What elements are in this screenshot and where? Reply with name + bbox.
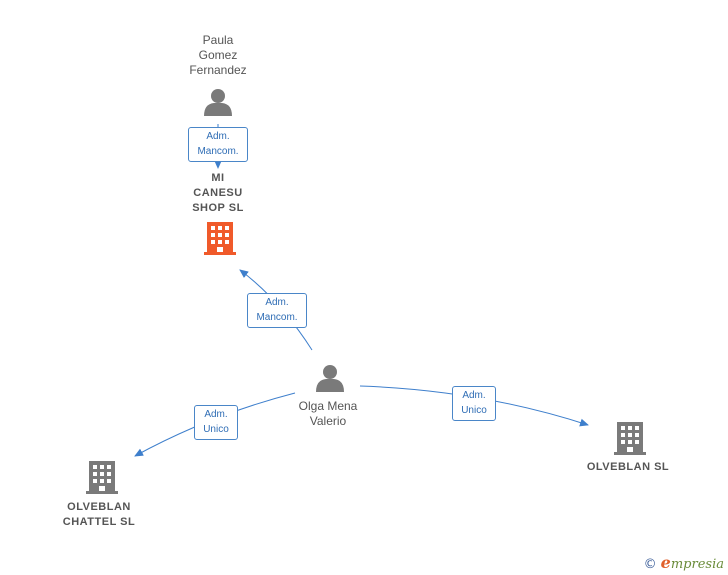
edge-label-paula-micanesu[interactable]: Adm. Mancom. xyxy=(188,127,248,162)
node-label-micanesu[interactable]: MI CANESU SHOP SL xyxy=(192,172,244,214)
node-label-olveblan[interactable]: OLVEBLAN SL xyxy=(586,461,670,473)
empresia-logo: ©empresia xyxy=(643,553,724,572)
building-icon[interactable] xyxy=(614,422,646,455)
node-label-chattel[interactable]: OLVEBLAN CHATTEL SL xyxy=(62,501,136,528)
building-icon[interactable] xyxy=(204,222,236,255)
edge-label-olga-chattel[interactable]: Adm. Unico xyxy=(194,405,238,440)
copyright-icon: © xyxy=(643,557,657,572)
building-icon[interactable] xyxy=(86,461,118,494)
node-label-olga[interactable]: Olga Mena Valerio xyxy=(298,399,358,428)
edge-label-olga-micanesu[interactable]: Adm. Mancom. xyxy=(247,293,307,328)
person-icon[interactable] xyxy=(316,365,344,392)
person-icon[interactable] xyxy=(204,89,232,116)
node-label-paula[interactable]: Paula Gomez Fernandez xyxy=(189,33,247,77)
edge-label-olga-olveblan[interactable]: Adm. Unico xyxy=(452,386,496,421)
